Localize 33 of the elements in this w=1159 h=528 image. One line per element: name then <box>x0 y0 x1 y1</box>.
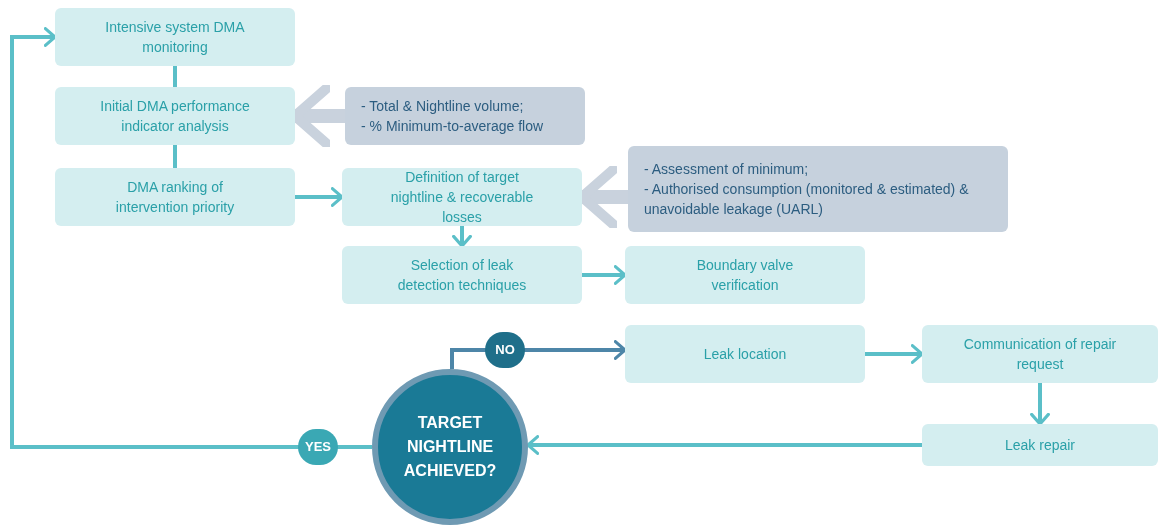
edge-label: NO <box>485 332 525 368</box>
input-text: - Assessment of minimum; <box>644 160 809 179</box>
step-text: Intensive system DMA monitoring <box>104 18 246 57</box>
process-box <box>922 424 1158 466</box>
arrow <box>10 27 372 449</box>
input-text: - Authorised consumption (monitored & estimated) & unavoidable leakage (UARL) <box>644 180 970 219</box>
input-text: - Total & Nightline volume; <box>361 97 524 116</box>
process-box <box>922 325 1158 383</box>
process-box <box>55 168 295 226</box>
step-text: Initial DMA performance indicator analysis <box>99 97 251 136</box>
arrow <box>452 226 472 248</box>
step-text: DMA ranking of intervention priority <box>114 178 236 217</box>
arrow <box>295 187 344 207</box>
process-box <box>625 325 865 383</box>
step-text: Leak location <box>703 345 787 364</box>
process-box <box>342 168 582 226</box>
step-text: Communication of repair request <box>962 335 1118 374</box>
step-text: Selection of leak detection techniques <box>396 256 528 295</box>
arrow <box>1030 383 1050 426</box>
edge-label: YES <box>298 429 338 465</box>
process-box <box>342 246 582 304</box>
step-text: Boundary valve verification <box>695 256 795 295</box>
process-box <box>625 246 865 304</box>
step-text: Definition of target nightline & recoverable losses <box>389 168 535 227</box>
step-text: Leak repair <box>1004 436 1075 455</box>
input-text: - % Minimum-to-average flow <box>361 117 544 136</box>
decision-text: TARGET NIGHTLINE ACHIEVED? <box>402 413 498 481</box>
input-box <box>345 87 585 145</box>
arrow <box>582 265 627 285</box>
input-box <box>628 146 1008 232</box>
process-box <box>55 87 295 145</box>
arrow <box>865 344 924 364</box>
process-box <box>55 8 295 66</box>
